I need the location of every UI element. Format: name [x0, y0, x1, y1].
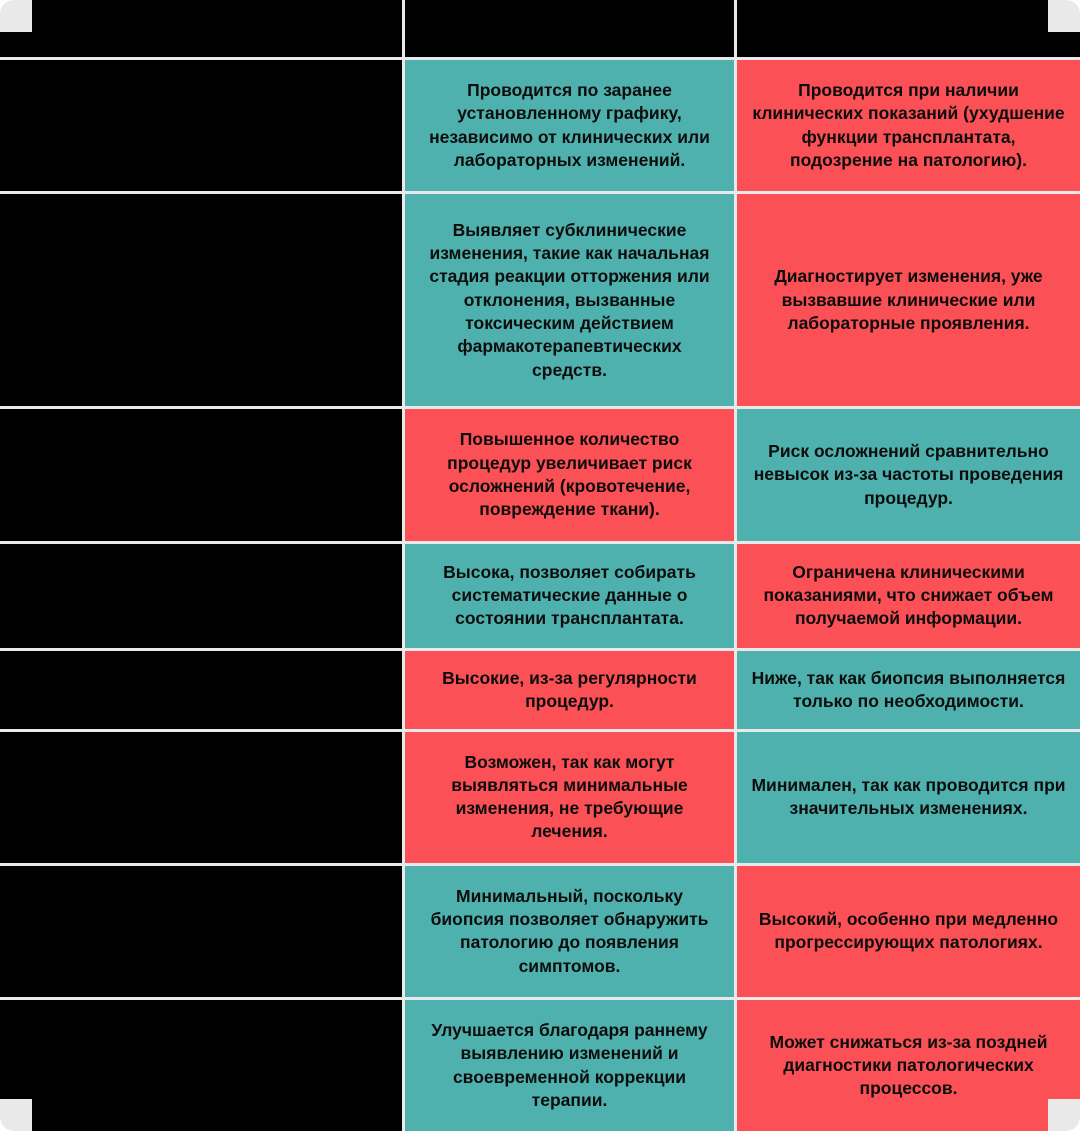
row-cell-column-a: Высокие, из-за регулярности процедур. — [405, 651, 737, 732]
table-row: Возможен, так как могут выявляться миним… — [0, 731, 1080, 866]
row-cell-column-a: Проводится по заранее установленному гра… — [405, 60, 737, 195]
row-cell-text: Ограничена клиническими показаниями, что… — [763, 561, 1054, 629]
row-cell-text: Повышенное количество процедур увеличива… — [447, 429, 692, 520]
table-row: Улучшается благодаря раннему выявлению и… — [0, 1000, 1080, 1131]
table-header-row — [0, 0, 1080, 60]
row-cell-text: Риск осложнений сравнительно невысок из-… — [753, 441, 1064, 508]
row-cell-text: Возможен, так как могут выявляться миним… — [451, 751, 688, 842]
row-cell-text: Проводится при наличии клинических показ… — [752, 80, 1065, 170]
row-feature-cell — [0, 1000, 405, 1131]
table-row: Высокие, из-за регулярности процедур. Ни… — [0, 651, 1080, 732]
row-cell-text: Высокие, из-за регулярности процедур. — [442, 667, 697, 711]
header-cell-column-b — [737, 0, 1080, 60]
row-cell-column-a: Минимальный, поскольку биопсия позволяет… — [405, 865, 737, 1001]
header-cell-feature — [0, 0, 405, 60]
row-feature-cell — [0, 194, 405, 410]
row-cell-column-b: Минимален, так как проводится при значит… — [737, 731, 1080, 866]
row-cell-text: Проводится по заранее установленному гра… — [429, 80, 710, 170]
row-feature-cell — [0, 865, 405, 1001]
row-feature-cell — [0, 409, 405, 544]
row-cell-column-b: Диагностирует изменения, уже вызвавшие к… — [737, 194, 1080, 410]
row-cell-column-b: Может снижаться из-за поздней диагностик… — [737, 1000, 1080, 1131]
row-cell-column-a: Выявляет субклинические изменения, такие… — [405, 194, 737, 410]
row-cell-column-b: Риск осложнений сравнительно невысок из-… — [737, 409, 1080, 544]
row-cell-text: Выявляет субклинические изменения, такие… — [429, 219, 710, 380]
row-cell-text: Высокий, особенно при медленно прогресси… — [758, 909, 1059, 953]
row-cell-text: Улучшается благодаря раннему выявлению и… — [431, 1020, 708, 1110]
row-cell-column-a: Повышенное количество процедур увеличива… — [405, 409, 737, 544]
row-feature-cell — [0, 543, 405, 652]
table-row: Минимальный, поскольку биопсия позволяет… — [0, 865, 1080, 1001]
row-cell-column-a: Улучшается благодаря раннему выявлению и… — [405, 1000, 737, 1131]
table-row: Выявляет субклинические изменения, такие… — [0, 194, 1080, 410]
row-cell-column-b: Ниже, так как биопсия выполняется только… — [737, 651, 1080, 732]
row-cell-column-b: Проводится при наличии клинических показ… — [737, 60, 1080, 195]
row-cell-column-b: Высокий, особенно при медленно прогресси… — [737, 865, 1080, 1001]
row-cell-text: Может снижаться из-за поздней диагностик… — [769, 1031, 1048, 1099]
row-feature-cell — [0, 731, 405, 866]
row-cell-column-a: Высока, позволяет собирать систематическ… — [405, 543, 737, 652]
table-row: Повышенное количество процедур увеличива… — [0, 409, 1080, 544]
row-feature-cell — [0, 651, 405, 732]
row-cell-column-b: Ограничена клиническими показаниями, что… — [737, 543, 1080, 652]
table-row: Проводится по заранее установленному гра… — [0, 60, 1080, 195]
row-cell-text: Минимальный, поскольку биопсия позволяет… — [430, 885, 709, 976]
row-cell-text: Минимален, так как проводится при значит… — [751, 774, 1066, 819]
row-cell-text: Ниже, так как биопсия выполняется только… — [751, 667, 1066, 711]
header-cell-column-a — [405, 0, 737, 60]
row-cell-text: Высока, позволяет собирать систематическ… — [443, 561, 696, 629]
row-feature-cell — [0, 60, 405, 195]
row-cell-text: Диагностирует изменения, уже вызвавшие к… — [774, 266, 1043, 333]
row-cell-column-a: Возможен, так как могут выявляться миним… — [405, 731, 737, 866]
table-row: Высока, позволяет собирать систематическ… — [0, 543, 1080, 652]
